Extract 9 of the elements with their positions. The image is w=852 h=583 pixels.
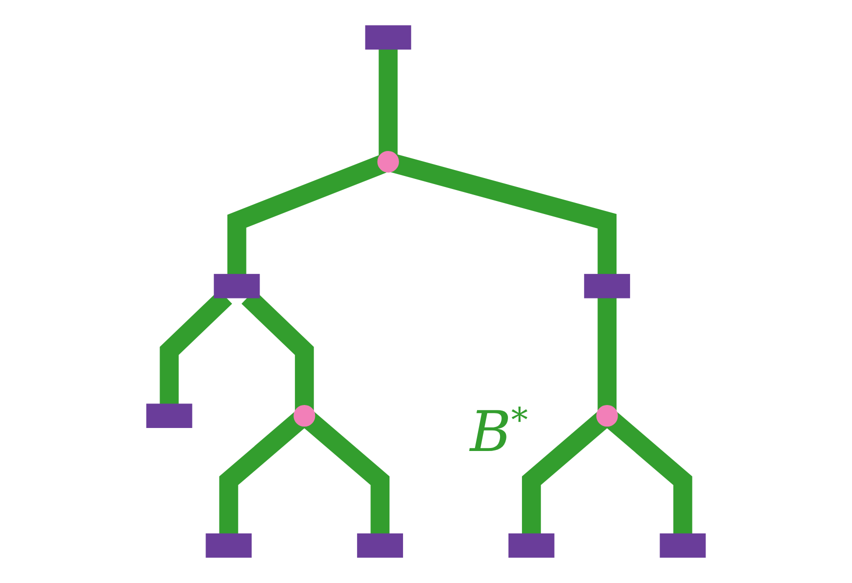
connector: [378, 48, 398, 156]
connector: [598, 296, 617, 410]
connector: [605, 412, 692, 535]
connector: [522, 412, 610, 535]
connector: [302, 412, 390, 535]
connector: [390, 154, 617, 276]
connector: [227, 154, 387, 276]
graph-label: B$^{*}$: [470, 400, 528, 465]
connector: [219, 412, 306, 535]
